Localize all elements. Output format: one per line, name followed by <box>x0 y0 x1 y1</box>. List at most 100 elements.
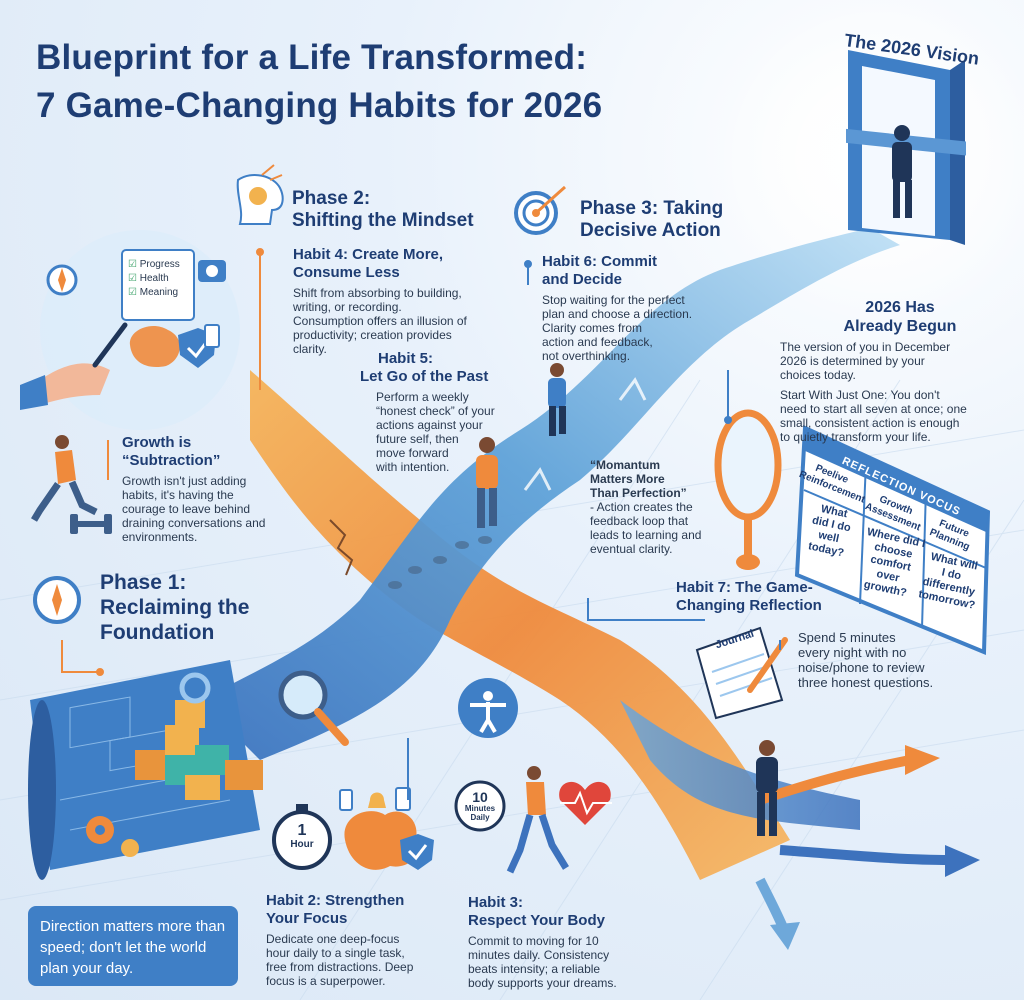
stopwatch-number: 1 <box>297 822 307 839</box>
habit-6-title-line2: and Decide <box>542 271 623 288</box>
habit-6-body-line: Clarity comes from <box>542 321 643 335</box>
phase-2-title: Phase 2: Shifting the Mindset <box>292 188 474 232</box>
minutes-unit: Minutes <box>464 804 496 813</box>
page-title-line2: 7 Game-Changing Habits for 2026 <box>36 86 603 125</box>
phase-2-title-line2: Shifting the Mindset <box>292 210 474 231</box>
habit-6-body-line: plan and choose a direction. <box>542 307 693 321</box>
momentum-line: Matters More <box>590 472 665 486</box>
habit-1-body: Growth isn't just adding habits, it's ha… <box>122 474 322 544</box>
walking-woman-icon <box>506 766 569 874</box>
heart-rate-icon <box>559 781 612 825</box>
habit-2-body-line: Dedicate one deep-focus <box>266 932 400 946</box>
target-icon <box>514 185 566 235</box>
journal-icon <box>695 626 788 720</box>
road-arrows <box>523 377 647 491</box>
blue-road <box>200 228 900 760</box>
habit-3-title-line2: Respect Your Body <box>468 912 605 929</box>
blue-road-fork <box>620 700 860 830</box>
walker-person-blue-icon <box>548 363 566 436</box>
checklist-item: ☑ Meaning <box>128 286 180 300</box>
minutes-badge-label: 10 Minutes Daily <box>458 790 502 822</box>
stopwatch-icon <box>272 804 332 870</box>
phase-3-title-line2: Decisive Action <box>580 220 721 241</box>
habit-2-title-line1: Habit 2: Strengthen <box>266 892 405 909</box>
habit-1-body-line: environments. <box>122 530 198 544</box>
momentum-line: Than Perfection” <box>590 486 687 500</box>
already-begun-card: 2026 Has Already Begun The version of yo… <box>780 298 1020 444</box>
habit-3-body-line: minutes daily. Consistency <box>468 948 610 962</box>
already-begun-body-line: The version of you in December <box>780 340 951 354</box>
habit-3-body-line: beats intensity; a reliable <box>468 962 601 976</box>
distraction-devices-icon <box>339 787 411 811</box>
habit-1-title-line2: “Subtraction” <box>122 452 221 469</box>
habit-2-body: Dedicate one deep-focus hour daily to a … <box>266 932 466 988</box>
habit-4-body-line: clarity. <box>293 342 327 356</box>
habit-1-body-line: draining conversations and <box>122 516 266 530</box>
checklist-item: ☑ Progress <box>128 258 180 272</box>
gear-icon <box>86 816 139 857</box>
body-person-icon <box>458 678 518 738</box>
habit-5-body-line: future self, then <box>376 432 459 446</box>
compass-icon <box>33 576 81 624</box>
fork-person-icon <box>756 740 778 836</box>
habit-7-title: Habit 7: The Game- Changing Reflection <box>676 579 856 615</box>
page-title-line1: Blueprint for a Life Transformed: <box>36 38 588 77</box>
momentum-note: “Momantum Matters More Than Perfection” … <box>590 458 730 556</box>
already-begun-title-line1: 2026 Has <box>865 299 935 316</box>
stopwatch-unit: Hour <box>290 839 314 850</box>
bell-icon <box>368 792 386 808</box>
already-begun-body-line: Start With Just One: You don't <box>780 388 940 402</box>
phase-3-title-line1: Phase 3: Taking <box>580 198 724 219</box>
habit-7-body: Spend 5 minutes every night with no nois… <box>798 630 978 690</box>
habit-4-body-line: Consumption offers an illusion of <box>293 314 467 328</box>
gear-icon <box>179 672 211 704</box>
quote-box <box>28 906 238 986</box>
habit-1-body-line: Growth isn't just adding <box>122 474 247 488</box>
habit-2-body-line: focus is a superpower. <box>266 974 386 988</box>
checklist-item-label: Meaning <box>139 287 179 298</box>
already-begun-body-line: to quietly transform your life. <box>780 430 931 444</box>
checklist: ☑ Progress ☑ Health ☑ Meaning <box>128 258 180 300</box>
habit-3-title-line1: Habit 3: <box>468 894 524 911</box>
checklist-item-label: Health <box>139 273 169 284</box>
momentum-line: - Action creates the <box>590 500 693 514</box>
already-begun-body-line: choices today. <box>780 368 856 382</box>
habit-7-body-line: noise/phone to review <box>798 660 925 675</box>
dumbbell-icon <box>70 514 112 534</box>
habit-6-card: Habit 6: Commit and Decide Stop waiting … <box>542 253 717 363</box>
minutes-badge-icon <box>454 780 506 832</box>
habit-6-body-line: not overthinking. <box>542 349 631 363</box>
stopwatch-label: 1 Hour <box>282 822 322 851</box>
habit-7-body-line: every night with no <box>798 645 907 660</box>
habit-5-title-line1: Habit 5: <box>378 350 434 367</box>
habit-2-card: Habit 2: Strengthen Your Focus Dedicate … <box>266 892 466 988</box>
habit-5-body-line: actions against your <box>376 418 483 432</box>
habit-4-body-line: writing, or recording. <box>293 300 402 314</box>
reflection-board-icon <box>794 424 991 655</box>
habit-5-card: Habit 5: Let Go of the Past Perform a we… <box>360 350 518 474</box>
habit-2-body-line: free from distractions. Deep <box>266 960 414 974</box>
habit-5-body-line: Perform a weekly <box>376 390 469 404</box>
head-thinking-icon <box>236 164 284 225</box>
momentum-line: feedback loop that <box>590 514 689 528</box>
habit-4-title-line1: Habit 4: Create More, <box>293 246 444 263</box>
habit-5-body-line: with intention. <box>376 460 450 474</box>
habit-6-body-line: action and feedback, <box>542 335 653 349</box>
habit-5-body-line: “honest check” of your <box>376 404 495 418</box>
fork-arrows <box>755 745 980 950</box>
habit-4-body-line: productivity; creation provides <box>293 328 452 342</box>
phase-2-title-line1: Phase 2: <box>292 188 371 209</box>
already-begun-body-line: 2026 is determined by your <box>780 354 925 368</box>
habit-5-title-line2: Let Go of the Past <box>360 368 489 385</box>
phase-1-title-line1: Phase 1: <box>100 571 187 594</box>
habit-7-title-line1: Habit 7: The Game- <box>676 579 813 596</box>
habit-1-body-line: habits, it's having the <box>122 488 234 502</box>
habit-7-body-line: Spend 5 minutes <box>798 630 896 645</box>
habit-4-body-line: Shift from absorbing to building, <box>293 286 462 300</box>
connector-lines-blue <box>407 260 781 800</box>
phase-3-title: Phase 3: Taking Decisive Action <box>580 198 723 242</box>
connector-lines <box>61 248 264 676</box>
already-begun-body-line: small, consistent action is enough <box>780 416 960 430</box>
momentum-line: eventual clarity. <box>590 542 673 556</box>
